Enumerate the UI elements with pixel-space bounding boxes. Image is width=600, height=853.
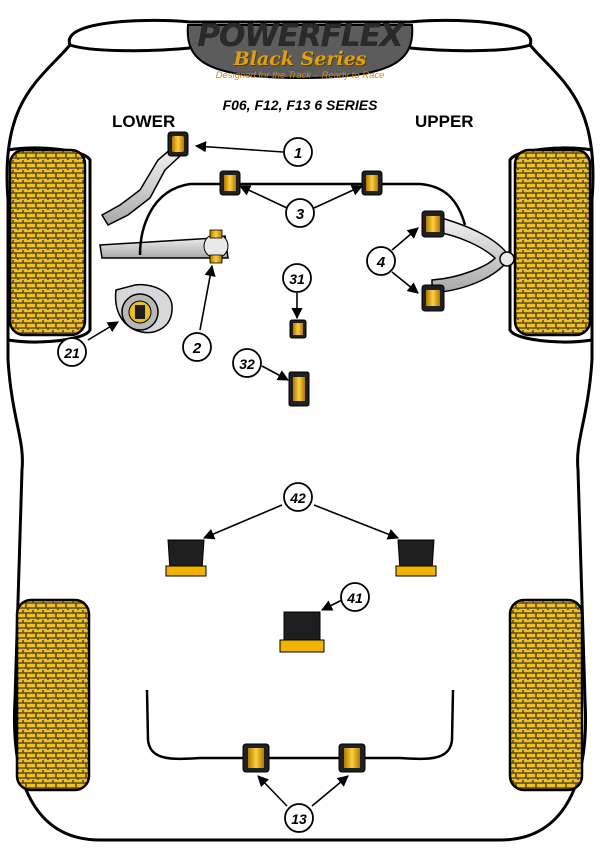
bushing-part-13-left: [242, 743, 270, 773]
car-body-outline: [5, 18, 595, 842]
bushing-part-32: [288, 371, 310, 407]
mount-part-21: [114, 283, 173, 334]
hood-notch-left: [69, 43, 191, 53]
anti-roll-bar: [138, 182, 467, 256]
bushing-part-31: [289, 319, 307, 339]
tire-front-right: [513, 148, 592, 337]
tire-rear-left: [15, 598, 91, 792]
hood-notch-right: [409, 43, 531, 53]
bushing-part-42-right: [395, 539, 437, 577]
callout-arrows: [87, 141, 419, 807]
brand-name: POWERFLEX: [197, 18, 403, 54]
upper-wishbone-ball-joint: [499, 251, 515, 267]
front-left-arch: [7, 146, 92, 344]
model-title: F06, F12, F13 6 SERIES: [222, 97, 378, 113]
bushing-part-4-top: [421, 210, 445, 238]
front-right-arch: [508, 146, 593, 344]
tire-front-left: [8, 148, 87, 337]
logo-plate: [186, 24, 414, 80]
lower-label: LOWER: [112, 112, 176, 131]
bushing-part-42-left: [165, 539, 207, 577]
tire-rear-right: [508, 598, 584, 792]
bushing-part-3-right: [361, 170, 383, 196]
bushing-part-2: [203, 229, 229, 264]
upper-label: UPPER: [415, 112, 474, 131]
brand-series: Black Series: [233, 48, 367, 70]
bushing-part-13-right: [338, 743, 366, 773]
bushing-part-1: [167, 131, 189, 157]
bushing-part-3-left: [219, 170, 241, 196]
brand-header: POWERFLEX Black Series Designed for the …: [0, 18, 600, 81]
rear-anti-roll-bar: [145, 689, 455, 761]
bushing-part-41: [279, 611, 325, 653]
brand-tagline: Designed for the Track – Ready to Race: [215, 70, 385, 81]
bushing-part-4-bottom: [421, 284, 445, 312]
